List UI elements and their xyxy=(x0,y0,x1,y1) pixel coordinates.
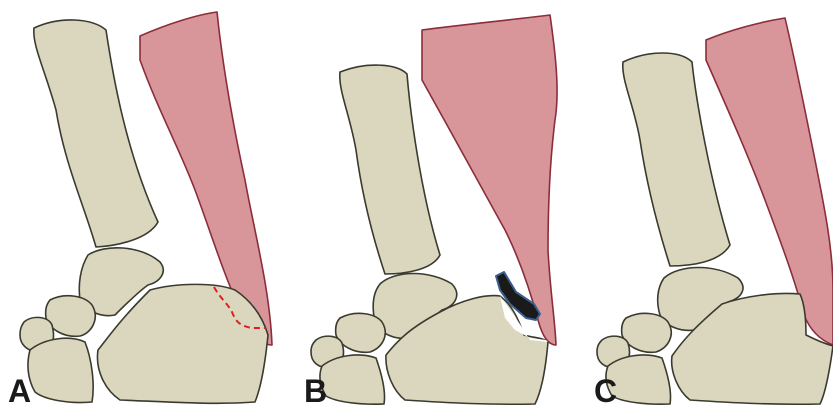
metatarsal-bone xyxy=(320,355,385,404)
metatarsal-bone xyxy=(28,338,93,402)
panel-b: B xyxy=(304,15,557,409)
panel-a: A xyxy=(8,12,272,409)
panel-label-b: B xyxy=(304,373,327,409)
panel-c: C xyxy=(594,18,833,409)
panel-label-a: A xyxy=(8,373,31,409)
tibia-bone xyxy=(623,53,730,266)
tibia-bone xyxy=(340,65,440,274)
panel-label-c: C xyxy=(594,373,617,409)
